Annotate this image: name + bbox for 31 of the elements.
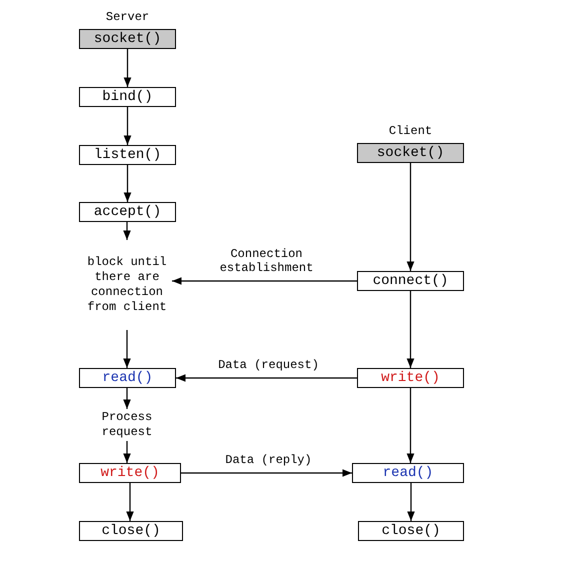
step-text: Process request bbox=[92, 409, 162, 441]
arrow bbox=[407, 483, 415, 521]
arrow bbox=[123, 388, 131, 409]
arrow bbox=[123, 222, 131, 240]
arrow bbox=[124, 49, 132, 87]
arrow bbox=[123, 441, 131, 463]
function-box: listen() bbox=[79, 145, 176, 165]
function-box: write() bbox=[79, 463, 181, 483]
arrow bbox=[124, 165, 132, 202]
function-box: close() bbox=[79, 521, 183, 541]
arrow bbox=[123, 330, 131, 368]
step-text: block until there are connection from client bbox=[82, 240, 172, 330]
arrow bbox=[406, 291, 414, 368]
function-box: connect() bbox=[357, 271, 464, 291]
role-label: Server bbox=[106, 10, 150, 24]
arrow bbox=[181, 469, 352, 477]
function-box: read() bbox=[79, 368, 176, 388]
function-box: socket() bbox=[79, 29, 176, 49]
function-box: close() bbox=[358, 521, 464, 541]
function-box: accept() bbox=[79, 202, 176, 222]
arrow bbox=[406, 163, 414, 271]
arrow bbox=[406, 388, 414, 463]
arrow bbox=[176, 374, 357, 382]
arrow bbox=[124, 107, 132, 145]
role-label: Client bbox=[388, 124, 432, 138]
function-box: bind() bbox=[79, 87, 176, 107]
function-box: read() bbox=[352, 463, 464, 483]
arrow bbox=[126, 483, 134, 521]
arrow bbox=[172, 277, 357, 285]
function-box: write() bbox=[357, 368, 464, 388]
function-box: socket() bbox=[357, 143, 464, 163]
